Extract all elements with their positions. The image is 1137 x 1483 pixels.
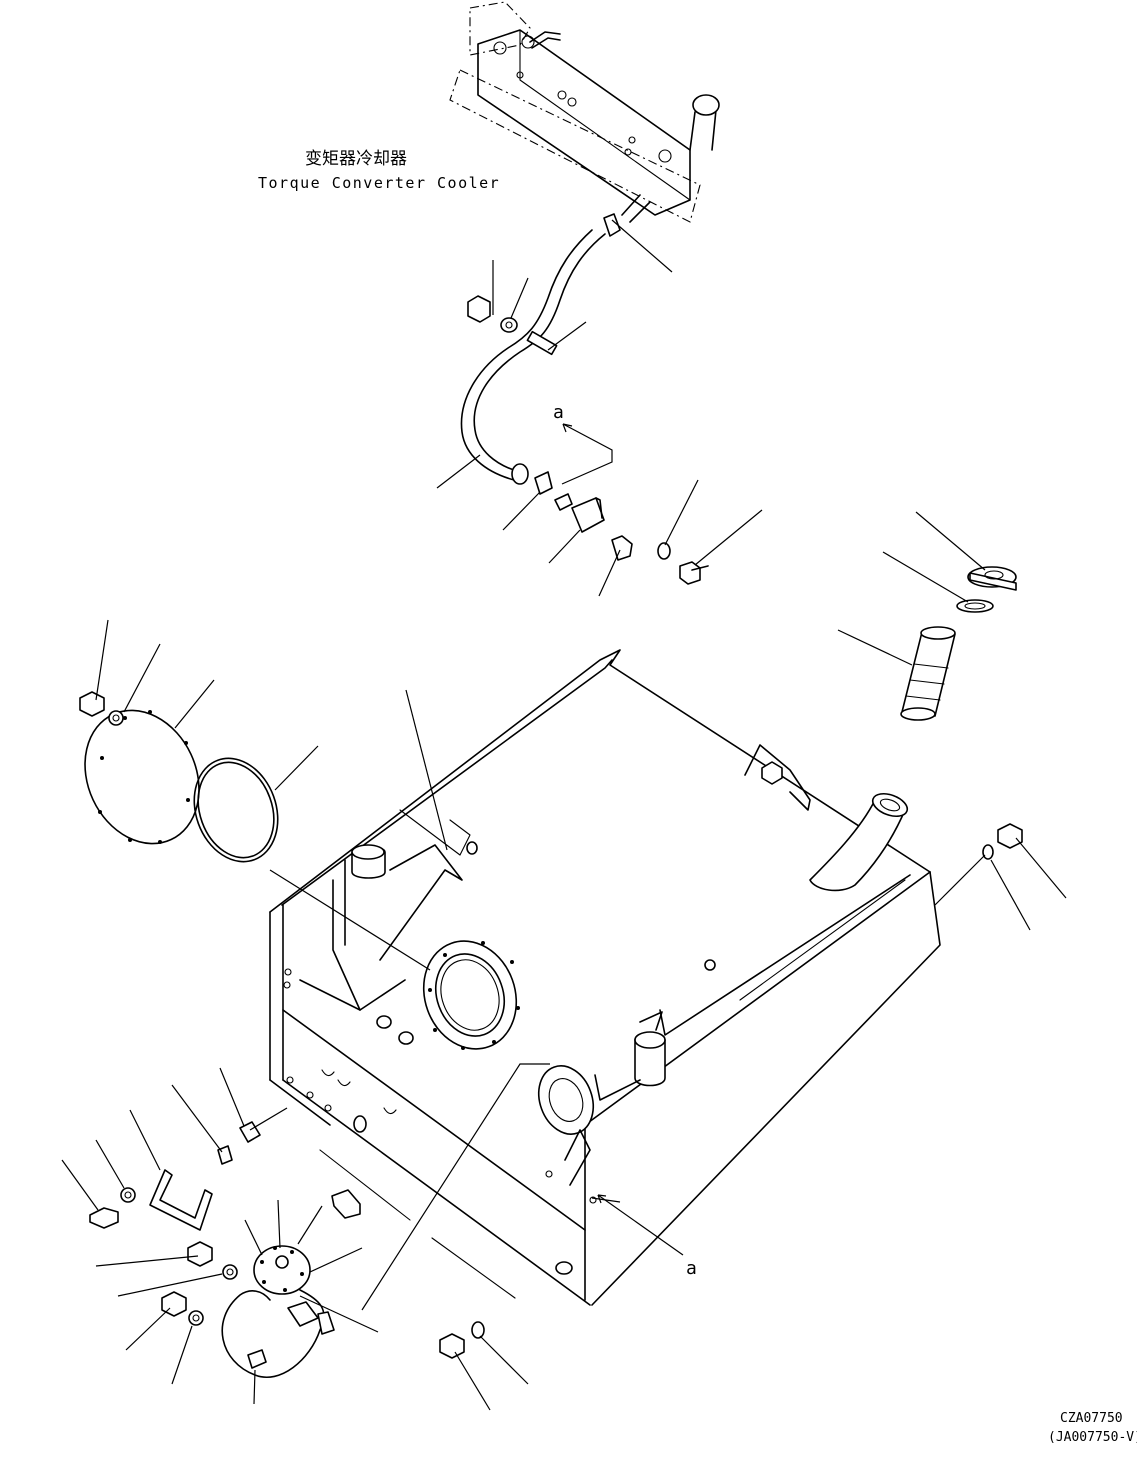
o-ring-large — [193, 757, 279, 863]
valve-assembly — [534, 471, 709, 585]
right-plug-oring — [982, 823, 1023, 860]
ref-a-top: a — [553, 402, 564, 423]
filler-cap — [956, 566, 1017, 613]
leader-lines — [61, 219, 1067, 1411]
torque-converter-cooler — [449, 1, 720, 223]
cooler-label-cn: 变矩器冷却器 — [305, 149, 407, 169]
bolt-washer-cover — [79, 691, 124, 726]
drain-plug — [439, 1321, 485, 1359]
clamp-bracket — [89, 1169, 213, 1231]
drawing-ref: (JA007750-V) — [1048, 1430, 1137, 1445]
ref-a-bottom: a — [686, 1258, 697, 1279]
cooler-label-en: Torque Converter Cooler — [258, 174, 500, 192]
cooler-hose — [460, 213, 621, 485]
bolt-fitting-upper — [467, 295, 518, 333]
filler-strainer — [900, 626, 956, 721]
drawing-code: CZA07750 — [1060, 1411, 1123, 1426]
cover-plate — [84, 709, 200, 845]
fuel-tank — [269, 649, 941, 1306]
